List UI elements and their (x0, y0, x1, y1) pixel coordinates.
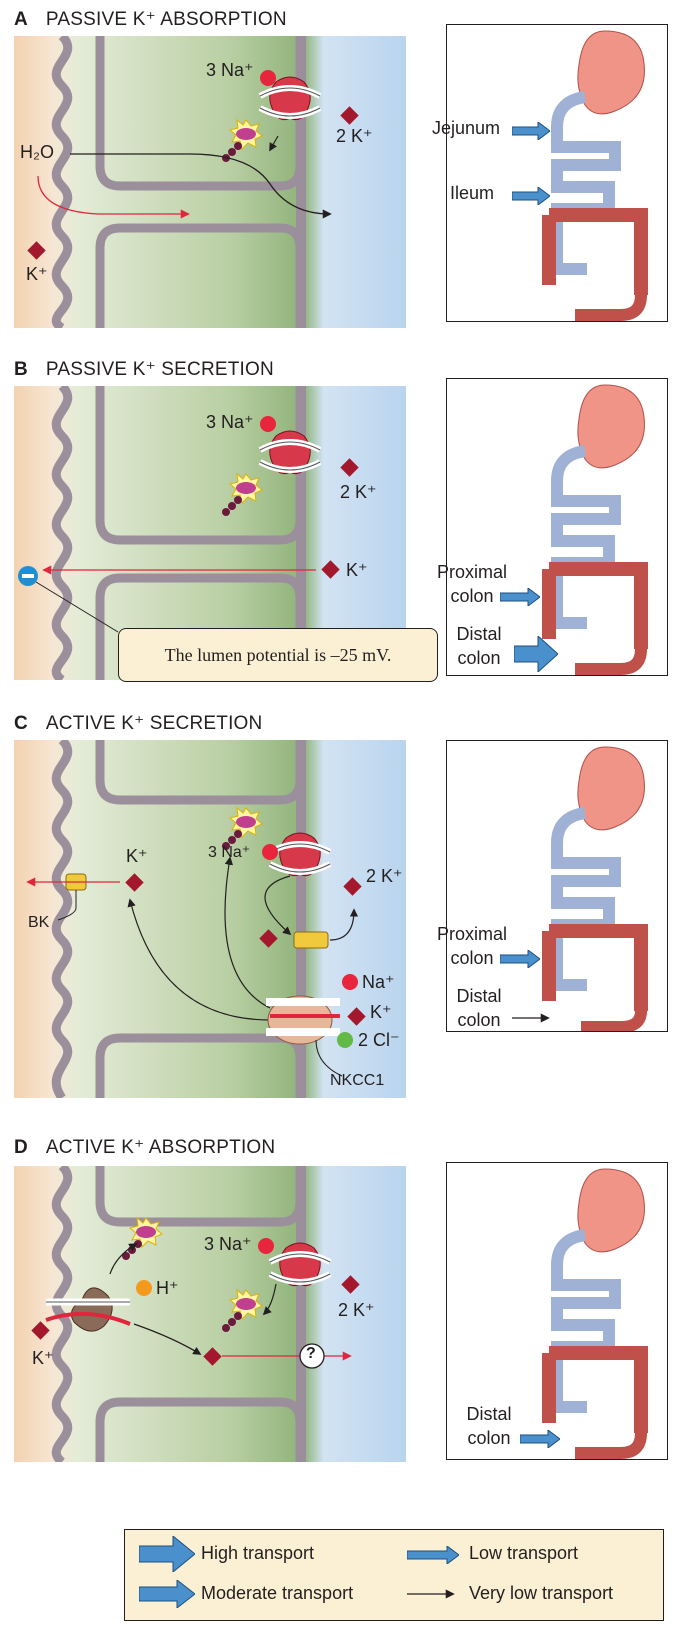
potassium-ion (343, 877, 362, 896)
potassium-label: 2 K⁺ (338, 1300, 375, 1320)
chloride-ion (337, 1032, 353, 1048)
proximal-colon-arrow (500, 588, 540, 606)
proximal-colon-arrow (500, 950, 540, 968)
panel-a-intestine (446, 24, 668, 322)
potassium-ion (125, 873, 144, 892)
moderate-transport-label: Moderate transport (201, 1583, 354, 1603)
potassium-label: 2 K⁺ (336, 126, 373, 146)
moderate-transport-arrow (139, 1580, 195, 1608)
potassium-ion (340, 106, 359, 125)
lumen-potential-callout: The lumen potential is –25 mV. (118, 628, 438, 682)
panel-title-text: PASSIVE K⁺ SECRETION (45, 359, 274, 380)
potassium-ion (340, 458, 359, 477)
question-label: ? (306, 1345, 316, 1362)
panel-a-title: A PASSIVE K⁺ ABSORPTION (14, 8, 287, 31)
potassium-ion (203, 1347, 222, 1366)
potassium-ion (27, 241, 46, 260)
sodium-ion (262, 844, 278, 860)
panel-letter: D (14, 1137, 28, 1158)
distal-colon-label: Distal colon (458, 1402, 520, 1450)
panel-b-intestine (446, 378, 668, 676)
panel-title-text: ACTIVE K⁺ SECRETION (45, 713, 263, 734)
low-transport-label: Low transport (469, 1543, 579, 1563)
sodium-label: Na⁺ (362, 972, 395, 992)
sodium-ion (258, 1238, 274, 1254)
potassium-label: 2 K⁺ (340, 482, 377, 502)
potassium-ion (347, 1007, 366, 1026)
panel-b-title: B PASSIVE K⁺ SECRETION (14, 358, 274, 381)
colon-word: colon (467, 1428, 511, 1448)
proximal-colon-label: Proximal colon (432, 922, 512, 970)
proton-label: H⁺ (156, 1278, 179, 1298)
panel-d-intestine (446, 1162, 668, 1460)
potassium-label: 2 K⁺ (366, 866, 403, 886)
potassium-label: K⁺ (26, 264, 48, 284)
panel-a-cell-diagram (14, 36, 406, 328)
sodium-label: 3 Na⁺ (206, 412, 254, 432)
high-transport-arrow (139, 1536, 195, 1572)
ileum-arrow (512, 187, 550, 205)
colon-word: colon (450, 948, 494, 968)
unknown-transporter (299, 1343, 325, 1369)
potassium-ion (259, 929, 278, 948)
proximal-word: Proximal (436, 562, 507, 582)
jejunum-arrow (512, 122, 550, 140)
panel-title-text: PASSIVE K⁺ ABSORPTION (45, 9, 287, 30)
jejunum-label: Jejunum (432, 118, 501, 138)
proximal-colon-label: Proximal colon (432, 560, 512, 608)
distal-word: Distal (456, 624, 502, 644)
proton-ion (136, 1280, 152, 1296)
potassium-channel (293, 931, 329, 949)
panel-d-title: D ACTIVE K⁺ ABSORPTION (14, 1136, 275, 1159)
panel-c-cell-diagram (14, 740, 406, 1098)
proximal-word: Proximal (436, 924, 507, 944)
transport-legend: High transport Moderate transport Low tr… (124, 1529, 664, 1621)
distal-colon-arrow (520, 1430, 560, 1448)
sodium-ion (260, 70, 276, 86)
low-transport-arrow (407, 1546, 459, 1564)
chloride-label: 2 Cl⁻ (358, 1030, 400, 1050)
ileum-label: Ileum (450, 183, 495, 203)
distal-colon-arrow (514, 636, 558, 672)
panel-d-cell-diagram (14, 1166, 406, 1462)
potassium-label: K⁺ (32, 1348, 54, 1368)
distal-colon-label: Distal colon (448, 622, 510, 670)
potassium-ion (321, 560, 340, 579)
sodium-ion (260, 416, 276, 432)
panel-title-text: ACTIVE K⁺ ABSORPTION (45, 1137, 276, 1158)
distal-word: Distal (466, 1404, 512, 1424)
panel-letter: C (14, 713, 28, 734)
potassium-label: K⁺ (126, 846, 148, 866)
high-transport-label: High transport (201, 1543, 315, 1563)
panel-letter: B (14, 359, 28, 380)
sodium-label: 3 Na⁺ (206, 60, 254, 80)
potassium-ion (31, 1321, 50, 1340)
bk-label: BK (28, 914, 50, 931)
sodium-label: 3 Na⁺ (204, 1234, 252, 1254)
distal-colon-label: Distal colon (448, 984, 510, 1032)
distal-colon-arrow (512, 1013, 550, 1023)
panel-c-intestine (446, 740, 668, 1032)
very-low-transport-label: Very low transport (469, 1583, 614, 1603)
sodium-ion (342, 974, 358, 990)
colon-word: colon (450, 586, 494, 606)
very-low-transport-arrow (407, 1589, 455, 1599)
potassium-label: K⁺ (346, 560, 368, 580)
nkcc1-label: NKCC1 (330, 1072, 385, 1089)
colon-word: colon (457, 648, 501, 668)
water-label: H₂O (20, 142, 54, 162)
distal-word: Distal (456, 986, 502, 1006)
panel-c-title: C ACTIVE K⁺ SECRETION (14, 712, 262, 735)
colon-word: colon (457, 1010, 501, 1030)
panel-letter: A (14, 9, 28, 30)
sodium-label: 3 Na⁺ (208, 844, 251, 861)
potassium-label: K⁺ (370, 1002, 392, 1022)
potassium-ion (341, 1275, 360, 1294)
